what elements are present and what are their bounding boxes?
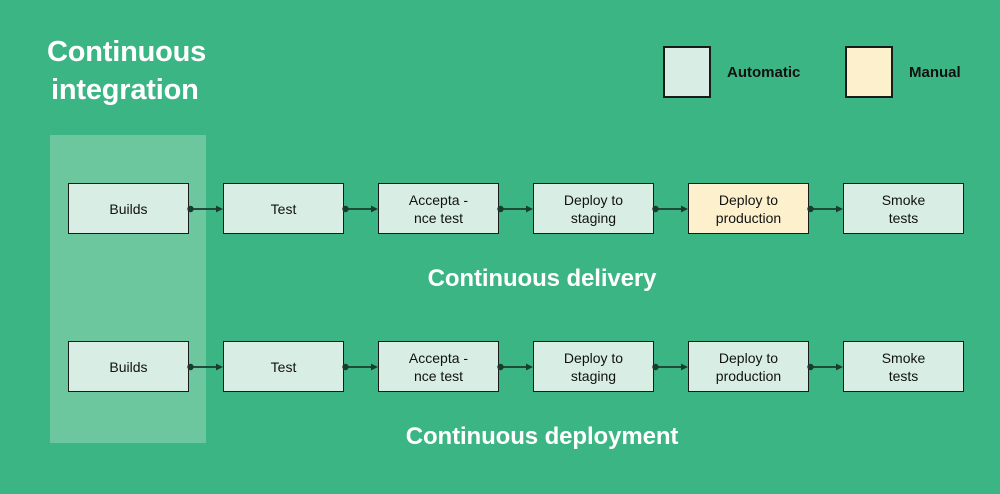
pipeline-connector <box>187 203 223 215</box>
pipeline-node[interactable]: Accepta -nce test <box>378 183 499 234</box>
legend-swatch-automatic <box>663 46 711 98</box>
pipeline-node[interactable]: Accepta -nce test <box>378 341 499 392</box>
pipeline-node-label: Accepta -nce test <box>408 349 469 384</box>
pipeline-connector <box>652 203 688 215</box>
pipeline-connector <box>807 361 843 373</box>
page-title-line1: Continuous <box>47 36 207 68</box>
pipeline-node[interactable]: Builds <box>68 341 189 392</box>
legend-item-manual: Manual <box>845 46 961 98</box>
pipeline-connector <box>342 361 378 373</box>
page-title: Continuous integration <box>47 33 467 109</box>
legend-label-automatic: Automatic <box>727 63 801 81</box>
pipeline-connector <box>342 203 378 215</box>
pipeline-connector <box>187 361 223 373</box>
legend-label-manual: Manual <box>909 63 961 81</box>
pipeline-node-label: Test <box>270 358 297 375</box>
legend-item-automatic: Automatic <box>663 46 800 98</box>
pipeline-node-label: Accepta -nce test <box>408 191 469 226</box>
pipeline-node[interactable]: Builds <box>68 183 189 234</box>
pipeline-connector <box>807 203 843 215</box>
caption-continuous-delivery: Continuous delivery <box>427 265 657 292</box>
pipeline-node[interactable]: Test <box>223 341 344 392</box>
pipeline-connector <box>497 361 533 373</box>
caption-continuous-deployment: Continuous deployment <box>405 423 679 450</box>
pipeline-connector <box>652 361 688 373</box>
legend-swatch-manual <box>845 46 893 98</box>
pipeline-node-label: Builds <box>109 200 148 217</box>
pipeline-node[interactable]: Test <box>223 183 344 234</box>
page-title-line2: integration <box>51 74 199 106</box>
pipeline-node-label: Test <box>270 200 297 217</box>
pipeline-connector <box>497 203 533 215</box>
pipeline-node-label: Builds <box>109 358 148 375</box>
